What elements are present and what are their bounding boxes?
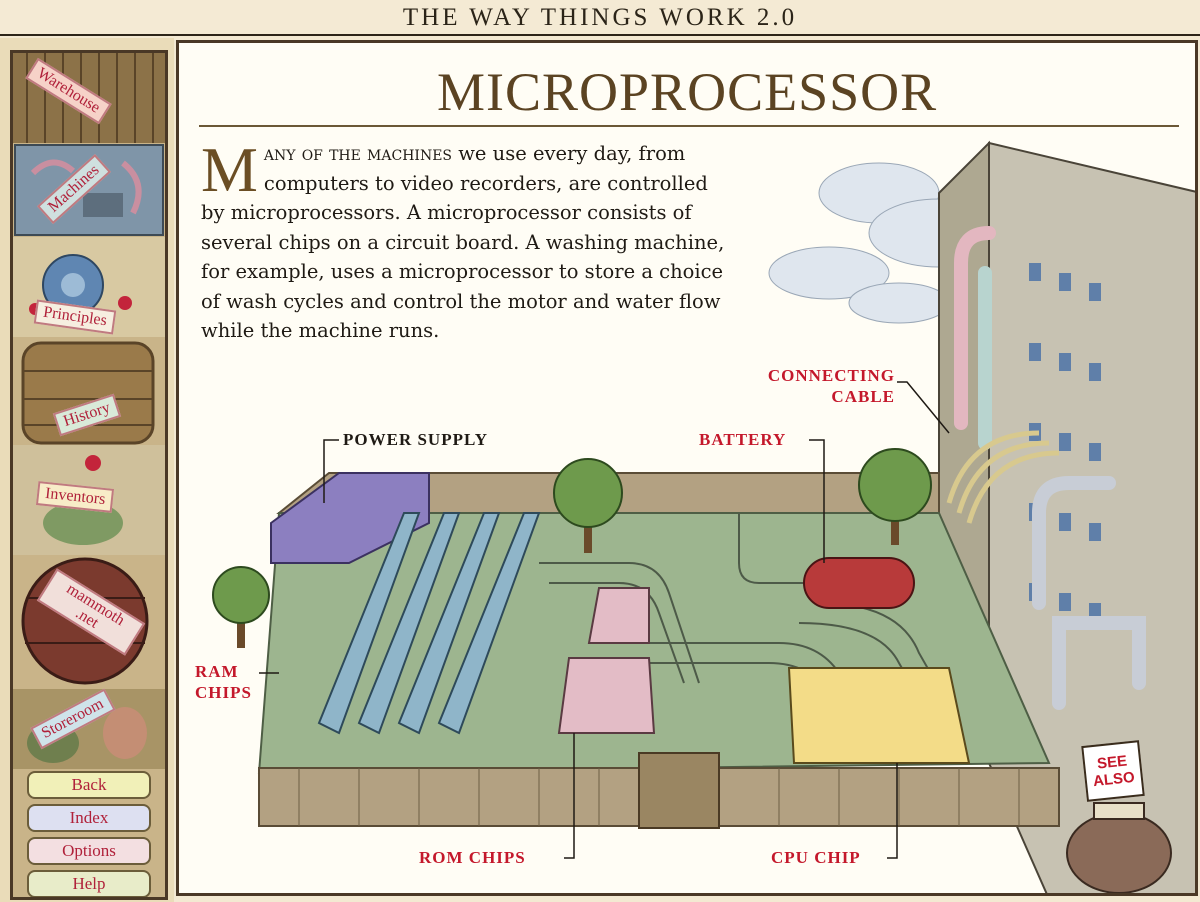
callout-power-supply: POWER SUPPLY bbox=[343, 430, 489, 449]
intro-text: we use every day, from computers to vide… bbox=[201, 142, 725, 342]
callout-cpu-chip: CPU CHIP bbox=[771, 848, 861, 867]
back-button[interactable]: Back bbox=[27, 771, 151, 799]
page-title: MICROPROCESSOR bbox=[437, 62, 938, 122]
intro-dropcap: M bbox=[201, 134, 258, 205]
index-button[interactable]: Index bbox=[27, 804, 151, 832]
see-also-button[interactable]: SEE ALSO bbox=[1081, 740, 1145, 802]
callout-battery: BATTERY bbox=[699, 430, 787, 449]
callout-connecting-cable-line1: CONNECTING bbox=[767, 366, 895, 385]
app-title-bar: THE WAY THINGS WORK 2.0 bbox=[0, 0, 1200, 36]
callout-ram-chips-line2: CHIPS bbox=[195, 683, 252, 702]
app-title: THE WAY THINGS WORK 2.0 bbox=[402, 4, 798, 31]
microprocessor-illustration bbox=[212, 140, 1195, 893]
sidebar: Warehouse Machines Principles History In… bbox=[0, 38, 174, 902]
help-button[interactable]: Help bbox=[27, 870, 151, 897]
callout-connecting-cable: CONNECTING CABLE bbox=[729, 365, 895, 407]
callout-connecting-cable-line2: CABLE bbox=[831, 387, 895, 406]
callout-ram-chips-line1: RAM bbox=[195, 662, 239, 681]
callout-rom-chips: ROM CHIPS bbox=[419, 848, 526, 867]
intro-lead: any of the machines bbox=[263, 142, 453, 165]
callout-ram-chips: RAM CHIPS bbox=[195, 661, 252, 703]
sidebar-scene: Warehouse Machines Principles History In… bbox=[10, 50, 168, 900]
title-divider bbox=[199, 125, 1179, 127]
options-button[interactable]: Options bbox=[27, 837, 151, 865]
